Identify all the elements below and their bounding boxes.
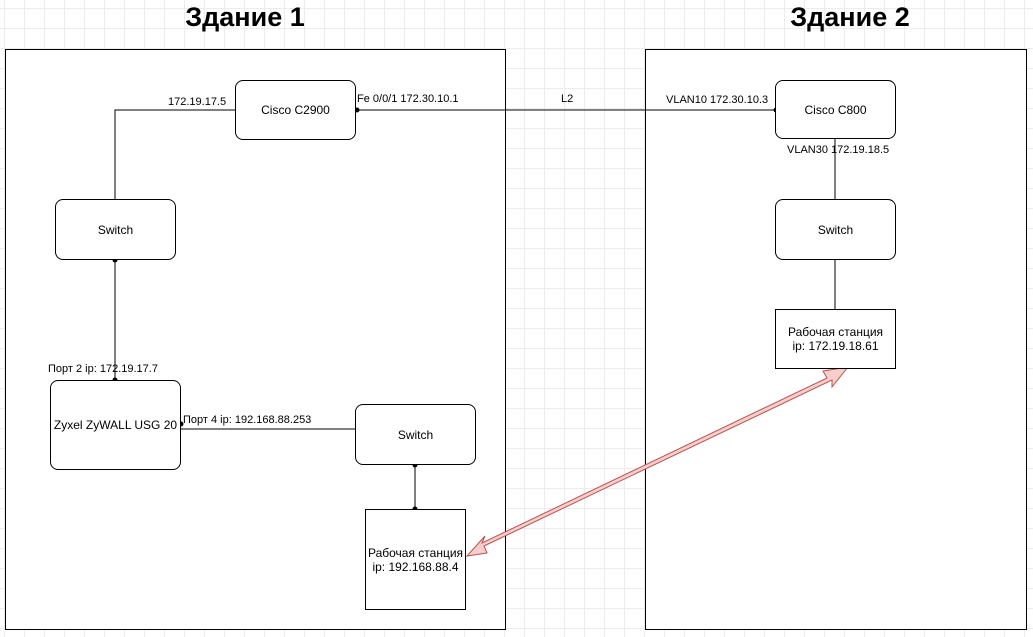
node-label: Switch <box>97 222 134 237</box>
cisco-c2900-router[interactable]: Cisco C2900 <box>235 80 356 140</box>
zyxel-port4-label: Порт 4 ip: 192.168.88.253 <box>183 414 312 426</box>
zyxel-firewall[interactable]: Zyxel ZyWALL USG 20 <box>50 380 181 470</box>
switch-building-1-top[interactable]: Switch <box>55 199 176 260</box>
c800-vlan10-label: VLAN10 172.30.10.3 <box>666 94 769 106</box>
c2900-fe-port-label: Fe 0/0/1 172.30.10.1 <box>357 93 459 105</box>
node-label: Cisco C800 <box>804 102 867 117</box>
node-label: Switch <box>817 222 854 237</box>
node-ip: ip: 192.168.88.4 <box>372 559 459 574</box>
link-c2900-to-switch <box>114 109 235 199</box>
node-label: Switch <box>397 427 434 442</box>
switch-building-2[interactable]: Switch <box>775 199 896 260</box>
c800-vlan30-label: VLAN30 172.19.18.5 <box>787 144 890 156</box>
building-1-title: Здание 1 <box>185 2 305 32</box>
c2900-left-ip-label: 172.19.17.5 <box>168 96 227 108</box>
node-label: Cisco C2900 <box>261 103 330 117</box>
workstation-building-2[interactable]: Рабочая станция ip: 172.19.18.61 <box>775 309 896 369</box>
node-ip: ip: 172.19.18.61 <box>792 339 879 353</box>
node-label: Рабочая станция <box>787 325 884 339</box>
node-label: Рабочая станция <box>367 545 464 560</box>
double-arrow <box>465 366 850 557</box>
zyxel-port2-label: Порт 2 ip: 172.19.17.7 <box>48 363 158 375</box>
l2-link-label: L2 <box>561 93 574 105</box>
switch-building-1-bottom[interactable]: Switch <box>355 404 476 465</box>
building-2-title: Здание 2 <box>790 2 910 32</box>
workstation-building-1[interactable]: Рабочая станция ip: 192.168.88.4 <box>365 509 466 610</box>
cisco-c800-router[interactable]: Cisco C800 <box>775 80 896 139</box>
node-label: Zyxel ZyWALL USG 20 <box>53 418 178 432</box>
